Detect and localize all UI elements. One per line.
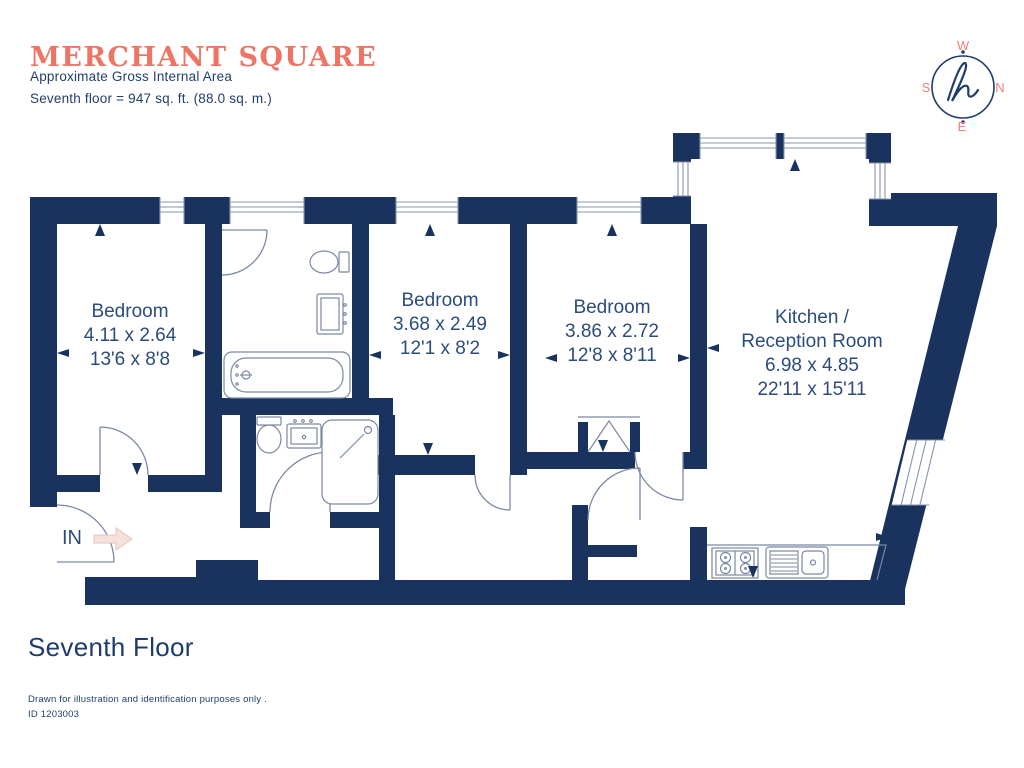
room-dimensions-metric: 3.86 x 2.72	[564, 321, 660, 342]
window	[229, 197, 305, 224]
window	[869, 162, 891, 200]
compass-east: E	[957, 119, 967, 134]
room-label-bedroom-1: Bedroom 4.11 x 2.64 13'6 x 8'8	[40, 300, 220, 372]
room-name-line2: Reception Room	[741, 331, 883, 352]
room-dimensions-imperial: 22'11 x 15'11	[757, 379, 867, 400]
room-name: Kitchen /	[775, 307, 849, 328]
sink-icon	[286, 419, 322, 449]
room-dimensions-metric: 4.11 x 2.64	[83, 325, 177, 346]
compass-north: N	[995, 80, 1005, 95]
window	[783, 133, 867, 159]
subtitle: Approximate Gross Internal Area	[30, 69, 233, 84]
room-label-kitchen-reception: Kitchen / Reception Room 6.98 x 4.85 22'…	[697, 306, 927, 402]
room-dimensions-imperial: 12'8 x 8'11	[567, 345, 657, 366]
fixtures	[223, 250, 887, 581]
room-dimensions-imperial: 13'6 x 8'8	[89, 349, 171, 370]
page-title: MERCHANT SQUARE	[30, 42, 378, 73]
room-dimensions-metric: 6.98 x 4.85	[764, 355, 860, 376]
compass-west: W	[956, 38, 970, 53]
disclaimer: Drawn for illustration and identificatio…	[28, 694, 267, 705]
kitchen-counter	[707, 544, 887, 581]
window	[395, 197, 459, 224]
closet	[578, 416, 640, 453]
room-label-bedroom-3: Bedroom 3.86 x 2.72 12'8 x 8'11	[522, 296, 702, 368]
room-dimensions-imperial: 12'1 x 8'2	[399, 338, 481, 359]
room-label-bedroom-2: Bedroom 3.68 x 2.49 12'1 x 8'2	[350, 289, 530, 361]
bathtub-icon	[223, 351, 351, 399]
stove-icon	[711, 547, 759, 579]
room-name: Bedroom	[573, 297, 651, 318]
room-dimensions-metric: 3.68 x 2.49	[392, 314, 488, 335]
toilet-icon	[256, 416, 282, 454]
window	[891, 439, 946, 506]
door-arc	[474, 474, 511, 511]
floor-title: Seventh Floor	[28, 632, 194, 662]
door-arc	[99, 426, 149, 476]
window	[159, 197, 185, 224]
doors	[56, 229, 684, 563]
entrance-door	[56, 504, 115, 563]
door-arc	[587, 467, 641, 521]
compass-south: S	[921, 80, 931, 95]
door-arc	[221, 229, 268, 276]
room-name: Bedroom	[401, 290, 479, 311]
toilet-icon	[309, 250, 350, 274]
door-arc	[269, 451, 331, 513]
entrance-arrow-icon	[93, 527, 133, 551]
area-line: Seventh floor = 947 sq. ft. (88.0 sq. m.…	[30, 91, 272, 106]
windows	[159, 133, 946, 506]
window	[673, 161, 691, 197]
window	[699, 133, 777, 159]
room-name: Bedroom	[91, 301, 169, 322]
entrance-label: IN	[62, 527, 82, 549]
door-arc	[634, 451, 684, 501]
shower-icon	[321, 419, 379, 505]
compass-icon	[931, 50, 995, 124]
sink-icon	[316, 293, 347, 335]
kitchen-sink-icon	[765, 546, 829, 579]
window	[576, 197, 642, 224]
dimension-arrows	[57, 159, 888, 578]
logo-monogram	[946, 61, 980, 102]
plan-id: ID 1203003	[28, 709, 80, 720]
